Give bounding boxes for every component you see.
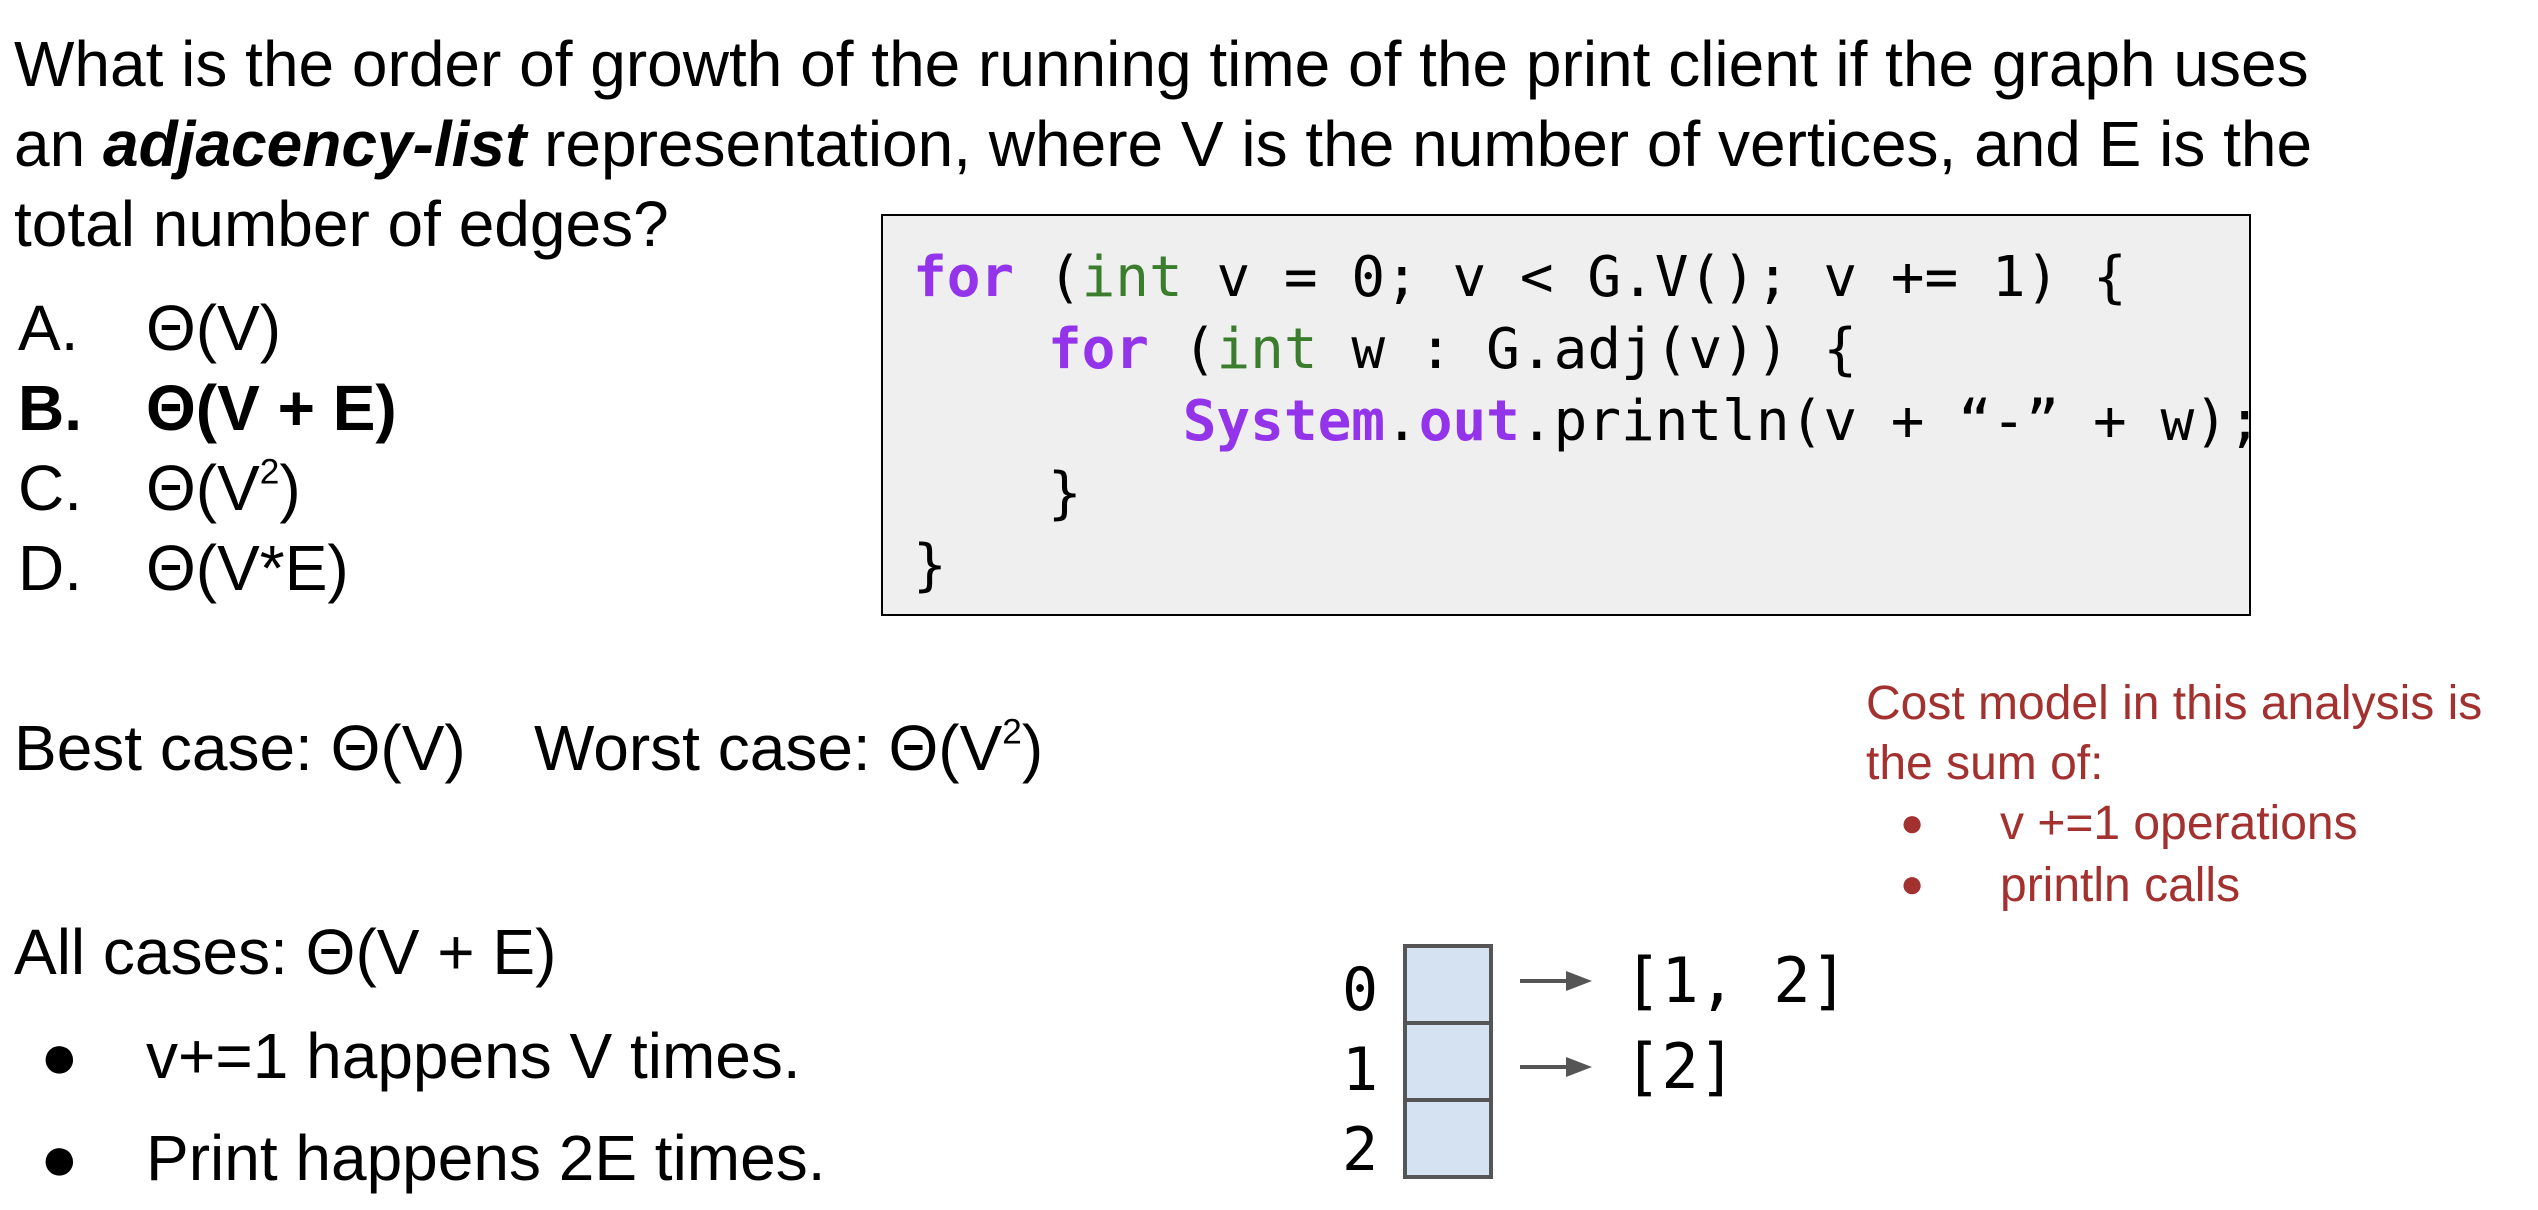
type: int (1081, 245, 1183, 310)
worst-case-text: Worst case: Θ(V2) (534, 712, 1043, 780)
question-text: representation, where V is the number of… (526, 108, 2313, 180)
note-line-1: Cost model in this analysis is (1866, 677, 2483, 730)
option-b-letter: B. (18, 372, 82, 444)
option-c-close: ) (279, 452, 301, 524)
code-text: . (1385, 389, 1419, 454)
index-label: 2 (1342, 1115, 1379, 1185)
code-text: ( (1149, 317, 1217, 382)
code-text: .println(v + “-” + w); (1519, 389, 2262, 454)
option-a-letter: A. (18, 292, 79, 364)
keyword: for (913, 245, 1015, 310)
code-text: w : G.adj(v)) { (1317, 317, 1858, 382)
question-line-1: What is the order of growth of the runni… (14, 28, 2309, 100)
option-d-letter: D. (18, 532, 82, 604)
arrow-icon (1520, 1057, 1592, 1077)
note-bullet-icon: ● (1900, 801, 1925, 845)
adjacency-list-0: [1, 2] (1624, 944, 1848, 1017)
code-line-2: for (int w : G.adj(v)) { (913, 322, 1857, 378)
arrow-icon (1520, 971, 1592, 991)
index-label: 0 (1342, 955, 1379, 1025)
note-line-2: the sum of: (1866, 737, 2104, 790)
code-text: v = 0; v < G.V(); v += 1) { (1182, 245, 2127, 310)
option-c-letter: C. (18, 452, 82, 524)
question-line-3: total number of edges? (14, 188, 669, 260)
keyword: System (1182, 389, 1386, 454)
adjacency-list-1: [2] (1624, 1030, 1736, 1103)
array-cell (1403, 1098, 1493, 1179)
worst-case-base: Worst case: Θ(V (534, 712, 1003, 784)
keyword: out (1418, 389, 1520, 454)
option-c-text: Θ(V2) (146, 452, 301, 520)
worst-case-close: ) (1021, 712, 1044, 784)
keyword: for (1047, 317, 1150, 382)
option-d-text: Θ(V*E) (146, 532, 349, 604)
bullet-icon: ● (40, 1020, 79, 1092)
worst-case-exponent: 2 (1002, 712, 1022, 752)
index-label: 1 (1342, 1035, 1379, 1105)
code-block: for (int v = 0; v < G.V(); v += 1) { for… (881, 214, 2262, 616)
option-c-exponent: 2 (259, 452, 280, 492)
option-b-text: Θ(V + E) (146, 372, 397, 444)
all-cases-text: All cases: Θ(V + E) (14, 916, 557, 988)
note-item: v +=1 operations (2000, 797, 2358, 850)
option-c-base: Θ(V (146, 452, 260, 524)
code-line-4: } (913, 461, 1082, 526)
question-text: an (14, 108, 103, 180)
code-line-3: System.out.println(v + “-” + w); (913, 394, 2262, 450)
note-item: println calls (2000, 859, 2241, 912)
bullet-icon: ● (40, 1122, 79, 1194)
code-line-5: } (913, 533, 947, 598)
indent (913, 317, 1048, 382)
array-cell (1403, 944, 1493, 1025)
note-bullet-icon: ● (1900, 862, 1925, 906)
array-cell (1403, 1021, 1493, 1102)
question-line-2: an adjacency-list representation, where … (14, 112, 2312, 176)
type: int (1216, 317, 1318, 382)
indent (913, 389, 1183, 454)
code-line-1: for (int v = 0; v < G.V(); v += 1) { (913, 250, 2127, 306)
bullet-text: Print happens 2E times. (146, 1122, 826, 1194)
best-case-text: Best case: Θ(V) (14, 712, 466, 784)
bullet-text: v+=1 happens V times. (146, 1020, 801, 1092)
code-text: ( (1014, 245, 1082, 310)
option-a-text: Θ(V) (146, 292, 282, 364)
emphasis-adjacency-list: adjacency-list (102, 108, 527, 180)
